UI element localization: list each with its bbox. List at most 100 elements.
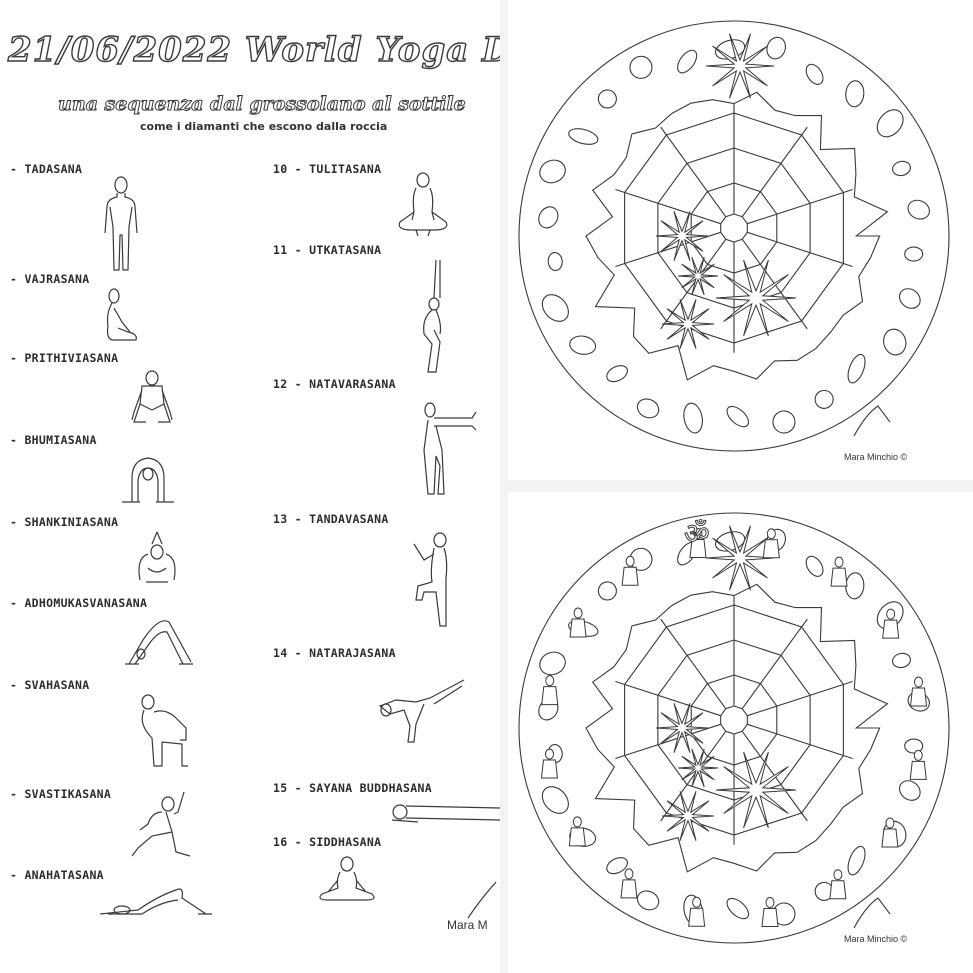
- om-symbol: ॐ: [684, 517, 711, 551]
- pose-figure: [914, 676, 924, 688]
- web-ring: [624, 112, 844, 344]
- diamond-star: [655, 703, 709, 753]
- pebble: [898, 780, 921, 801]
- pose-figure: [882, 619, 900, 639]
- pose-label: 14 - NATARAJASANA: [273, 646, 396, 660]
- signature-mark: [853, 897, 891, 929]
- adhomukasvanasana-figure: [125, 620, 193, 665]
- prithiviasana-figure: [131, 370, 173, 423]
- rock-outline: [585, 91, 889, 381]
- mandala-bottom: Mara Minchio © ॐ: [508, 492, 973, 973]
- pose-label: - PRITHIVIASANA: [10, 351, 119, 365]
- siddhasana-figure: [319, 856, 375, 901]
- pose-label: - ADHOMUKASVANASANA: [10, 596, 148, 610]
- pebble: [541, 786, 569, 814]
- pebble: [904, 246, 924, 262]
- pebble: [606, 857, 628, 875]
- utkatasana-figure: [423, 259, 442, 373]
- anahatasana-figure: [99, 888, 212, 915]
- pebble: [898, 288, 921, 309]
- mandala-group: [518, 512, 950, 944]
- pose-figure: [624, 868, 634, 880]
- pose-figure: [541, 686, 559, 706]
- tadasana-figure: [104, 176, 138, 271]
- signature-mark: [467, 881, 497, 919]
- web-line: [660, 731, 727, 822]
- pebble: [538, 206, 559, 229]
- pose-label: 13 - TANDAVASANA: [273, 512, 389, 526]
- credit-text: Mara M: [447, 918, 488, 932]
- natarajasana-figure: [378, 679, 465, 743]
- web-line: [615, 723, 721, 760]
- web-ring: [690, 674, 778, 766]
- pose-label: - BHUMIASANA: [10, 433, 97, 447]
- pebble: [772, 410, 796, 434]
- pose-figure: [625, 555, 635, 567]
- web-ring: [720, 213, 748, 243]
- pebble: [726, 405, 750, 428]
- pose-figure: [834, 556, 844, 568]
- pose-figure: [762, 539, 780, 559]
- web-ring: [720, 705, 748, 735]
- panel-gap-vertical: [500, 0, 508, 973]
- pose-figure: [573, 607, 583, 619]
- web-line: [747, 231, 853, 268]
- tulitasana-figure: [398, 172, 448, 237]
- pebble: [541, 294, 569, 322]
- web-ring: [690, 182, 778, 274]
- pose-figure: [568, 827, 586, 847]
- pose-label: 11 - UTKATASANA: [273, 243, 382, 257]
- pose-figure: [765, 897, 775, 909]
- web-line: [615, 680, 721, 717]
- pose-label: - ANAHATASANA: [10, 868, 104, 882]
- pose-figure: [621, 566, 639, 586]
- pose-label: 12 - NATAVARASANA: [273, 377, 396, 391]
- pebble: [547, 251, 563, 272]
- pose-label: 16 - SIDDHASANA: [273, 835, 382, 849]
- pose-figure: [761, 908, 779, 928]
- pebble: [568, 128, 599, 145]
- pose-figure: [569, 618, 587, 638]
- pose-label: 10 - TULITASANA: [273, 162, 382, 176]
- pose-figure: [540, 759, 559, 779]
- credit-text: Mara Minchio ©: [844, 452, 908, 462]
- diamond-star: [715, 751, 797, 829]
- diamond-star: [715, 259, 797, 337]
- credit-text: Mara Minchio ©: [844, 934, 908, 944]
- sayana-buddhasana-figure: [391, 804, 500, 823]
- pebble: [907, 199, 930, 220]
- web-line: [615, 231, 721, 268]
- pose-figure: [885, 817, 895, 829]
- pose-figure: [572, 816, 582, 828]
- pose-ring: [540, 527, 928, 928]
- pose-figure: [913, 749, 923, 761]
- pebble: [805, 63, 824, 85]
- pebble: [845, 80, 865, 108]
- outer-circle: [518, 20, 950, 452]
- pebble: [636, 890, 660, 911]
- pose-figure: [909, 687, 928, 707]
- signature-mark: [853, 405, 891, 437]
- web-ring: [657, 147, 811, 309]
- diamond-star: [677, 748, 719, 788]
- pebble: [726, 897, 750, 920]
- web-line: [741, 618, 808, 709]
- pose-figure: [909, 760, 927, 780]
- mandala-top: Mara Minchio ©: [508, 0, 973, 480]
- diamond-star: [705, 525, 775, 591]
- panel-gap-horizontal: [508, 480, 973, 492]
- pose-figure: [829, 880, 847, 900]
- page-tagline: come i diamanti che escono dalla roccia: [140, 120, 388, 133]
- pebble: [539, 159, 566, 184]
- pebble: [766, 36, 786, 60]
- pebble: [539, 651, 566, 676]
- pose-label: - SVAHASANA: [10, 678, 90, 692]
- pose-figure: [620, 879, 638, 899]
- pose-label: - SVASTIKASANA: [10, 787, 112, 801]
- mandala-drawing: [518, 20, 950, 452]
- pose-label: - SHANKINIASANA: [10, 515, 119, 529]
- pose-figure: [544, 748, 554, 760]
- pebble: [883, 328, 907, 356]
- pebble: [629, 55, 653, 79]
- pose-figure: [830, 567, 848, 587]
